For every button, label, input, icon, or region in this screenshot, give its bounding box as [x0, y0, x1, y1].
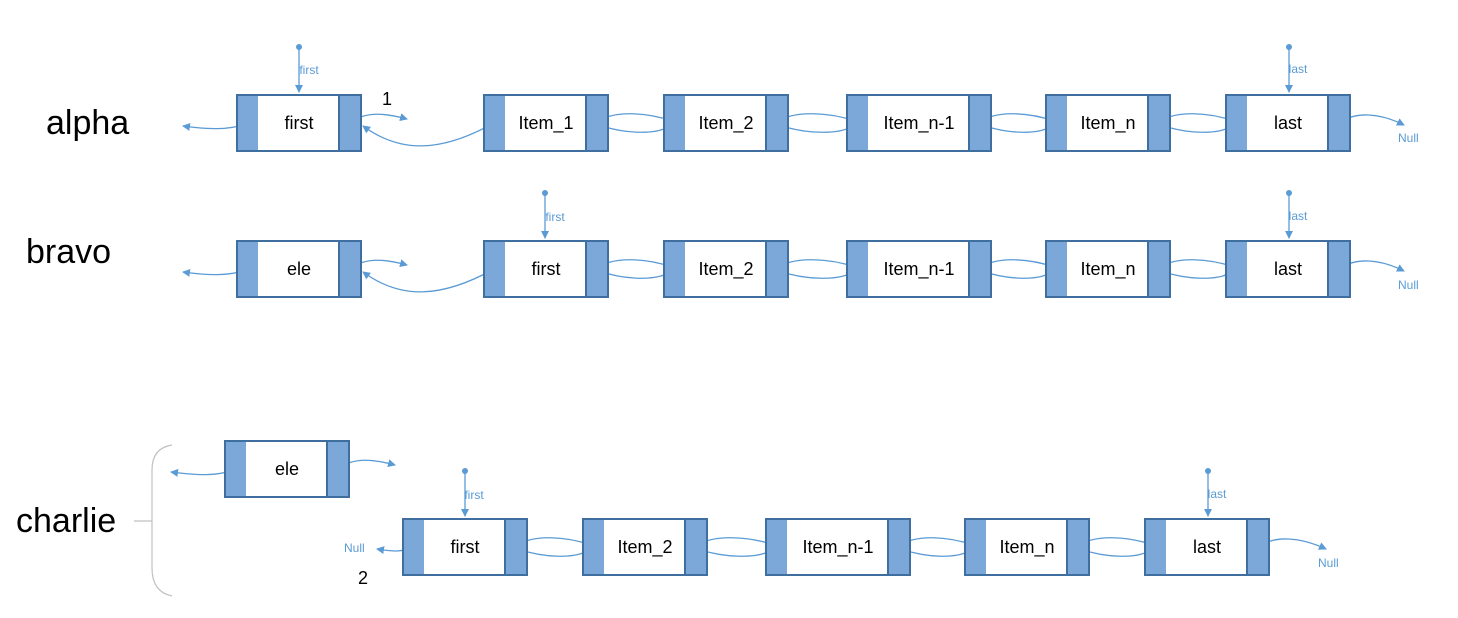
null-label: Null	[1398, 131, 1419, 145]
pointer-dot	[462, 468, 468, 474]
row-label-alpha: alpha	[46, 104, 130, 142]
charlie-brace	[151, 444, 173, 597]
prev-pointer-cell	[483, 240, 507, 298]
node-label: Item_n	[1067, 240, 1149, 298]
next-pointer-cell	[326, 440, 350, 498]
node-alpha-0: first	[236, 94, 362, 152]
node-label: last	[1247, 94, 1329, 152]
next-pointer-cell	[887, 518, 911, 576]
pointer-dot	[296, 44, 302, 50]
pointer-dot	[1286, 44, 1292, 50]
node-label: first	[424, 518, 506, 576]
prev-pointer-cell	[846, 94, 870, 152]
step-number: 2	[358, 568, 369, 588]
next-pointer-cell	[585, 240, 609, 298]
row-label-charlie: charlie	[16, 502, 117, 540]
pointer-label-first: first	[299, 63, 319, 77]
node-label: Item_n	[1067, 94, 1149, 152]
pointer-label-first: first	[545, 210, 565, 224]
pointer-label-first: first	[464, 488, 484, 502]
prev-pointer-cell	[1225, 240, 1249, 298]
next-pointer-cell	[585, 94, 609, 152]
next-pointer-cell	[1327, 240, 1351, 298]
node-alpha-2: Item_2	[663, 94, 789, 152]
node-bravo-2: Item_2	[663, 240, 789, 298]
prev-pointer-cell	[663, 94, 687, 152]
node-charlie-4: last	[1144, 518, 1270, 576]
prev-pointer-cell	[483, 94, 507, 152]
prev-pointer-cell	[663, 240, 687, 298]
prev-link-arrow	[362, 268, 495, 293]
node-bravo-1: first	[483, 240, 609, 298]
next-pointer-cell	[1147, 240, 1171, 298]
node-label: first	[258, 94, 340, 152]
node-label: first	[505, 240, 587, 298]
next-pointer-cell	[338, 240, 362, 298]
prev-pointer-cell	[236, 94, 260, 152]
next-pointer-cell	[338, 94, 362, 152]
next-pointer-cell	[504, 518, 528, 576]
node-label: Item_n	[986, 518, 1068, 576]
prev-pointer-cell	[846, 240, 870, 298]
next-pointer-cell	[968, 94, 992, 152]
prev-pointer-cell	[765, 518, 789, 576]
node-label: Item_n-1	[868, 240, 970, 298]
node-label: Item_n-1	[787, 518, 889, 576]
prev-pointer-cell	[1225, 94, 1249, 152]
prev-pointer-cell	[1045, 94, 1069, 152]
prev-link-arrow	[362, 122, 495, 147]
node-bravo-0: ele	[236, 240, 362, 298]
node-charlie-3: Item_n	[964, 518, 1090, 576]
next-pointer-cell	[1066, 518, 1090, 576]
node-label: Item_n-1	[868, 94, 970, 152]
node-bravo-4: Item_n	[1045, 240, 1171, 298]
node-label: Item_1	[505, 94, 587, 152]
node-label: Item_2	[604, 518, 686, 576]
node-alpha-1: Item_1	[483, 94, 609, 152]
node-alpha-3: Item_n-1	[846, 94, 992, 152]
pointer-dot	[1286, 190, 1292, 196]
null-label: Null	[1318, 556, 1339, 570]
node-label: Item_2	[685, 94, 767, 152]
next-pointer-cell	[684, 518, 708, 576]
next-pointer-cell	[1246, 518, 1270, 576]
null-label: Null	[1398, 278, 1419, 292]
node-label: last	[1166, 518, 1248, 576]
next-pointer-cell	[1147, 94, 1171, 152]
node-bravo-5: last	[1225, 240, 1351, 298]
node-charlie-2: Item_n-1	[765, 518, 911, 576]
node-label: ele	[246, 440, 328, 498]
pointer-label-last: last	[1288, 62, 1308, 76]
prev-pointer-cell	[582, 518, 606, 576]
node-label: last	[1247, 240, 1329, 298]
node-charlie-0: first	[402, 518, 528, 576]
prev-pointer-cell	[224, 440, 248, 498]
prev-pointer-cell	[402, 518, 426, 576]
pointer-dot	[1205, 468, 1211, 474]
next-pointer-cell	[1327, 94, 1351, 152]
next-pointer-cell	[765, 240, 789, 298]
row-label-bravo: bravo	[26, 233, 112, 271]
prev-pointer-cell	[964, 518, 988, 576]
node-label: ele	[258, 240, 340, 298]
node-alpha-5: last	[1225, 94, 1351, 152]
pointer-label-last: last	[1207, 487, 1227, 501]
pointer-dot	[542, 190, 548, 196]
node-alpha-4: Item_n	[1045, 94, 1171, 152]
node-label: Item_2	[685, 240, 767, 298]
node-charlie-detached: ele	[224, 440, 350, 498]
prev-pointer-cell	[1144, 518, 1168, 576]
null-label: Null	[344, 541, 365, 555]
prev-pointer-cell	[236, 240, 260, 298]
pointer-label-last: last	[1288, 209, 1308, 223]
node-bravo-3: Item_n-1	[846, 240, 992, 298]
next-pointer-cell	[765, 94, 789, 152]
next-pointer-cell	[968, 240, 992, 298]
step-number: 1	[382, 89, 393, 109]
prev-pointer-cell	[1045, 240, 1069, 298]
node-charlie-1: Item_2	[582, 518, 708, 576]
